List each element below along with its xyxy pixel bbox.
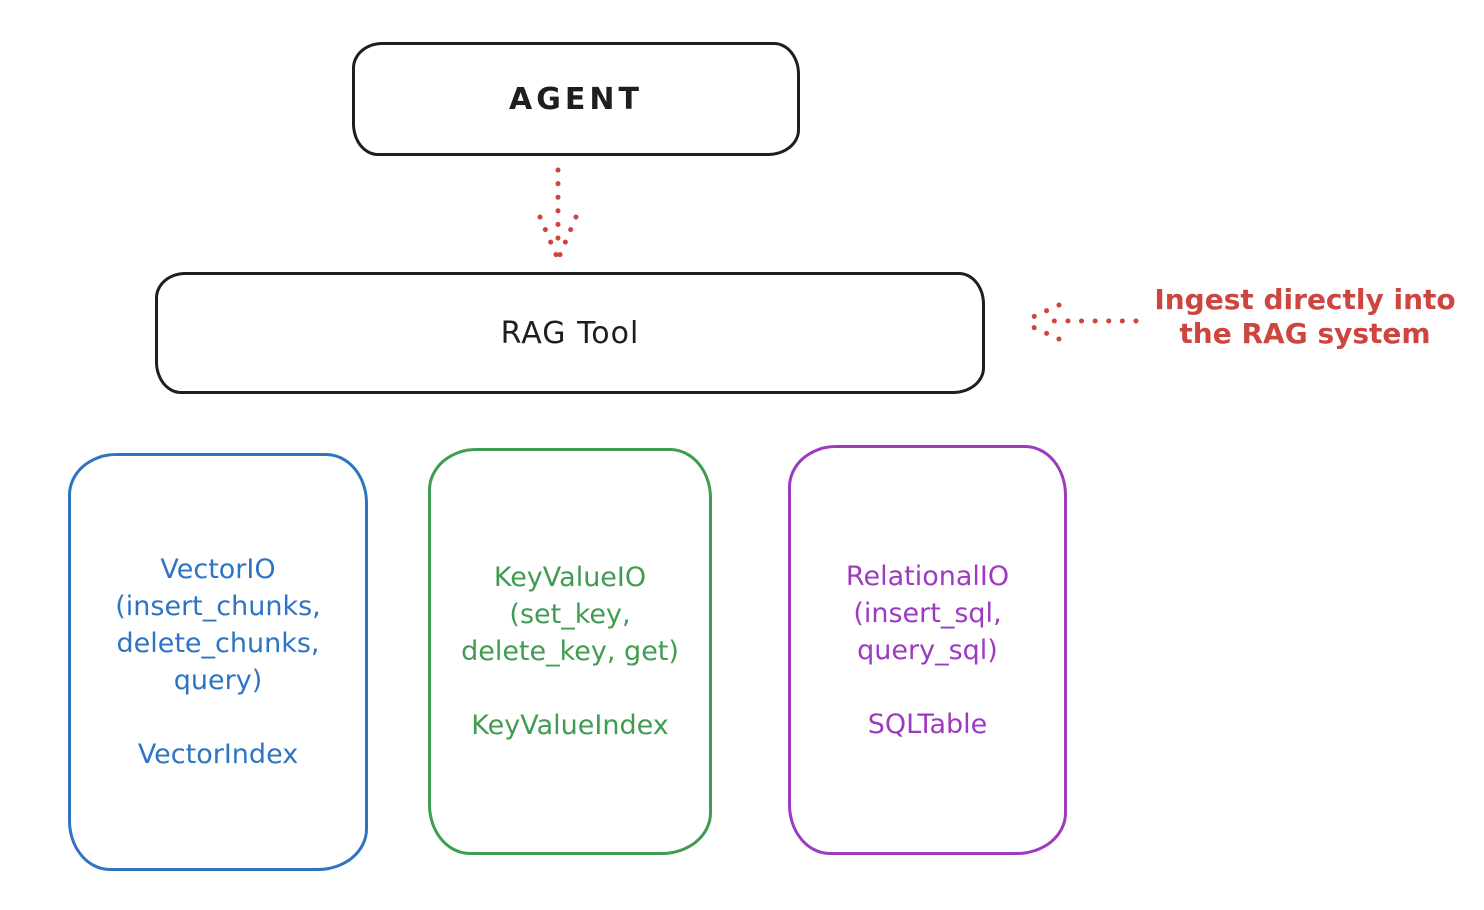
- keyvalue-index-label: KeyValueIndex: [471, 710, 669, 741]
- keyvalue-io-box: KeyValueIO (set_key, delete_key, get) Ke…: [428, 448, 712, 855]
- ingest-annotation: Ingest directly into the RAG system: [1154, 283, 1456, 350]
- relational-io-box: RelationalIO (insert_sql, query_sql) SQL…: [788, 445, 1067, 855]
- vector-io-box: VectorIO (insert_chunks, delete_chunks, …: [68, 453, 368, 871]
- rag-tool-label: RAG Tool: [500, 315, 640, 351]
- arrow-head-right-wing: [556, 214, 579, 260]
- agent-box: AGENT: [352, 42, 800, 156]
- arrow-head-top-wing: [1021, 302, 1062, 324]
- rag-tool-box: RAG Tool: [155, 272, 985, 394]
- relational-io-title: RelationalIO (insert_sql, query_sql): [845, 560, 1010, 666]
- annotation-dotted-arrow: [1021, 302, 1139, 342]
- agent-label: AGENT: [509, 81, 643, 117]
- arrow-head-bottom-wing: [1021, 320, 1062, 342]
- vector-index-label: VectorIndex: [137, 739, 299, 770]
- arrow-head-left-wing: [537, 214, 560, 260]
- keyvalue-io-title: KeyValueIO (set_key, delete_key, get): [461, 562, 679, 667]
- agent-to-ragtool-dotted-arrow: [537, 167, 579, 260]
- sql-table-label: SQLTable: [867, 708, 988, 740]
- vector-io-title: VectorIO (insert_chunks, delete_chunks, …: [115, 554, 321, 696]
